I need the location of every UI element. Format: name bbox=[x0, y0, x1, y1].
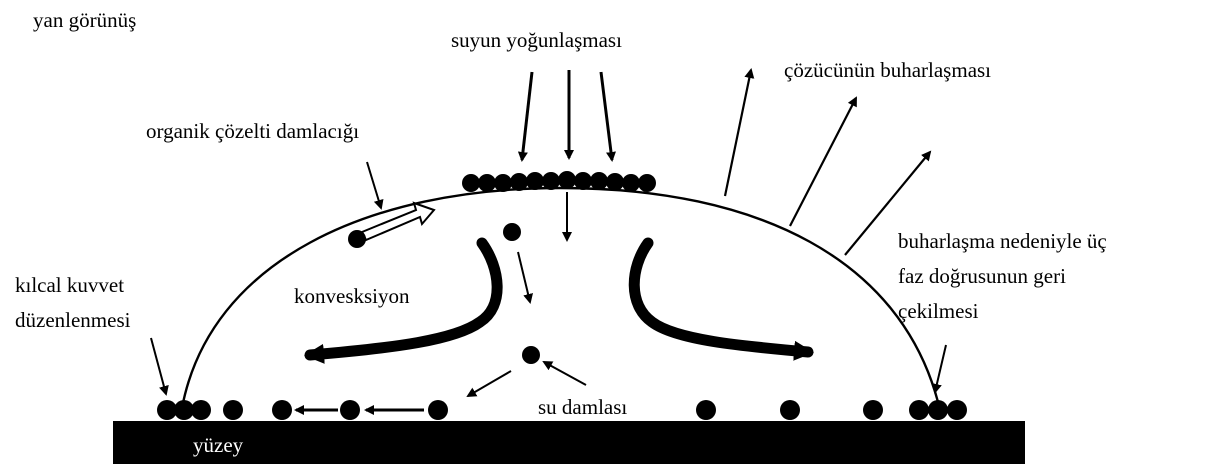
capillary-label-line2: düzenlenmesi bbox=[15, 308, 131, 332]
surface-label: yüzey bbox=[193, 433, 244, 457]
particle-in-droplet bbox=[348, 230, 366, 248]
convection-arrow-right bbox=[634, 243, 808, 352]
substrate-surface bbox=[113, 421, 1025, 464]
evaporation-label: çözücünün buharlaşması bbox=[784, 58, 991, 82]
water-drop-interior bbox=[503, 223, 521, 241]
organic-droplet-label: organik çözelti damlacığı bbox=[146, 119, 359, 143]
water-droplet-label: su damlası bbox=[538, 395, 627, 419]
evaporation-arrows bbox=[725, 70, 930, 255]
convection-label: konvesksiyon bbox=[294, 284, 410, 308]
organic-droplet-pointer bbox=[367, 162, 381, 208]
view-label: yan görünüş bbox=[33, 8, 136, 32]
water-droplet-pointer bbox=[544, 362, 586, 385]
retreat-label-line2: faz doğrusunun geri bbox=[898, 264, 1066, 288]
retreat-label-line3: çekilmesi bbox=[898, 299, 979, 323]
capillary-pointer bbox=[151, 338, 166, 394]
condensation-arrows bbox=[522, 70, 612, 240]
condensation-label: suyun yoğunlaşması bbox=[451, 28, 622, 52]
water-drop-center bbox=[522, 346, 540, 364]
capillary-label-line1: kılcal kuvvet bbox=[15, 273, 124, 297]
retreat-pointer bbox=[935, 345, 946, 392]
retreat-label-line1: buharlaşma nedeniyle üç bbox=[898, 229, 1107, 253]
